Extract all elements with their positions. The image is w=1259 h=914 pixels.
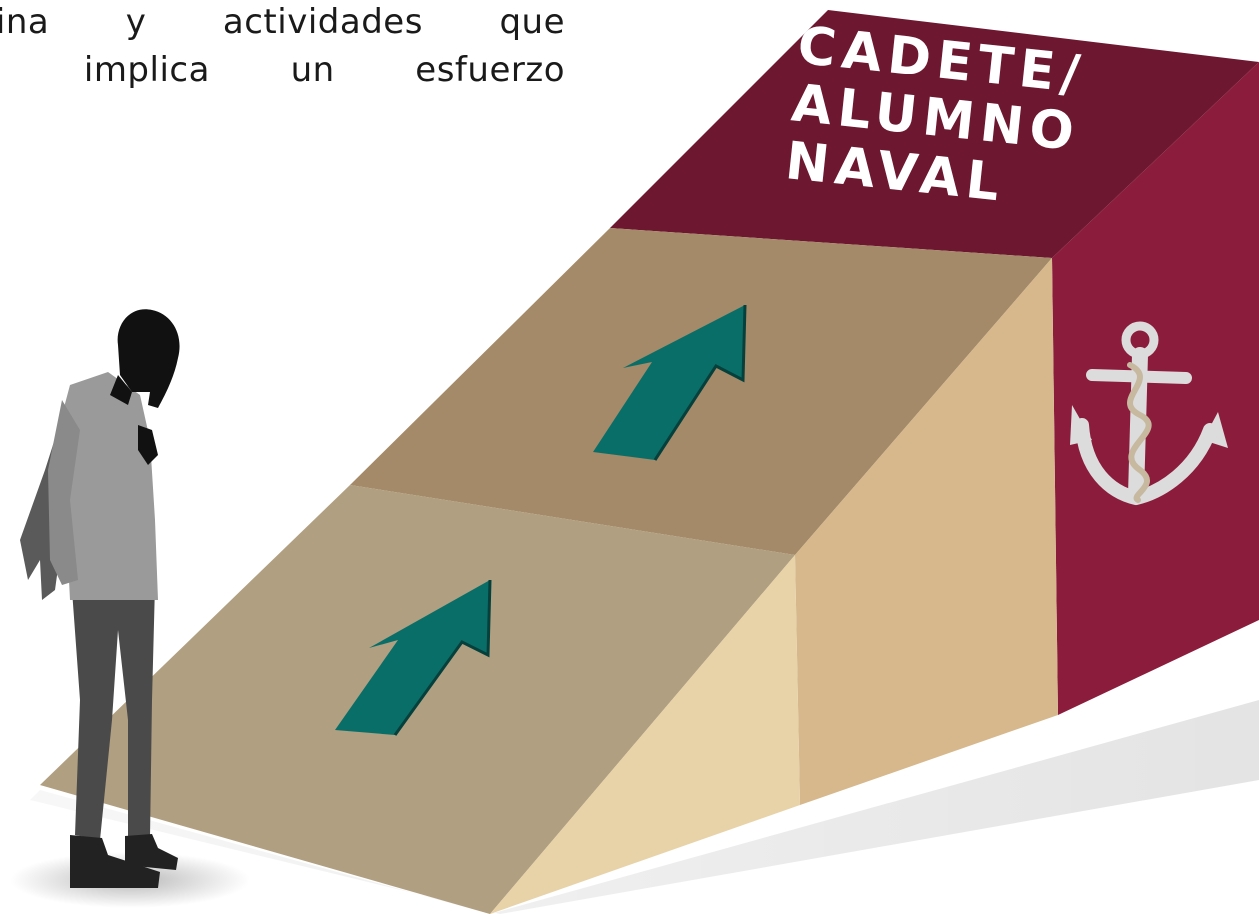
- ramp-lower-light-side: [490, 555, 800, 914]
- up-arrow-icon: [593, 304, 747, 461]
- anchor-icon: [1070, 321, 1228, 506]
- ramp-right-face: [1052, 62, 1259, 715]
- ramp-ground-shadow: [30, 700, 1259, 914]
- intro-line-1: utina y actividades que: [0, 2, 565, 42]
- intro-line-2: al: implica un esfuerzo: [0, 50, 565, 90]
- intro-paragraph: utina y actividades que al: implica un e…: [0, 0, 565, 94]
- ramp-right-light-side: [795, 258, 1058, 805]
- up-arrow-icon: [335, 579, 492, 736]
- standing-man-silhouette-icon: [20, 309, 180, 888]
- ramp-top-face: [610, 10, 1259, 258]
- ramp-top-label: CADETE/ ALUMNO NAVAL: [783, 16, 1089, 214]
